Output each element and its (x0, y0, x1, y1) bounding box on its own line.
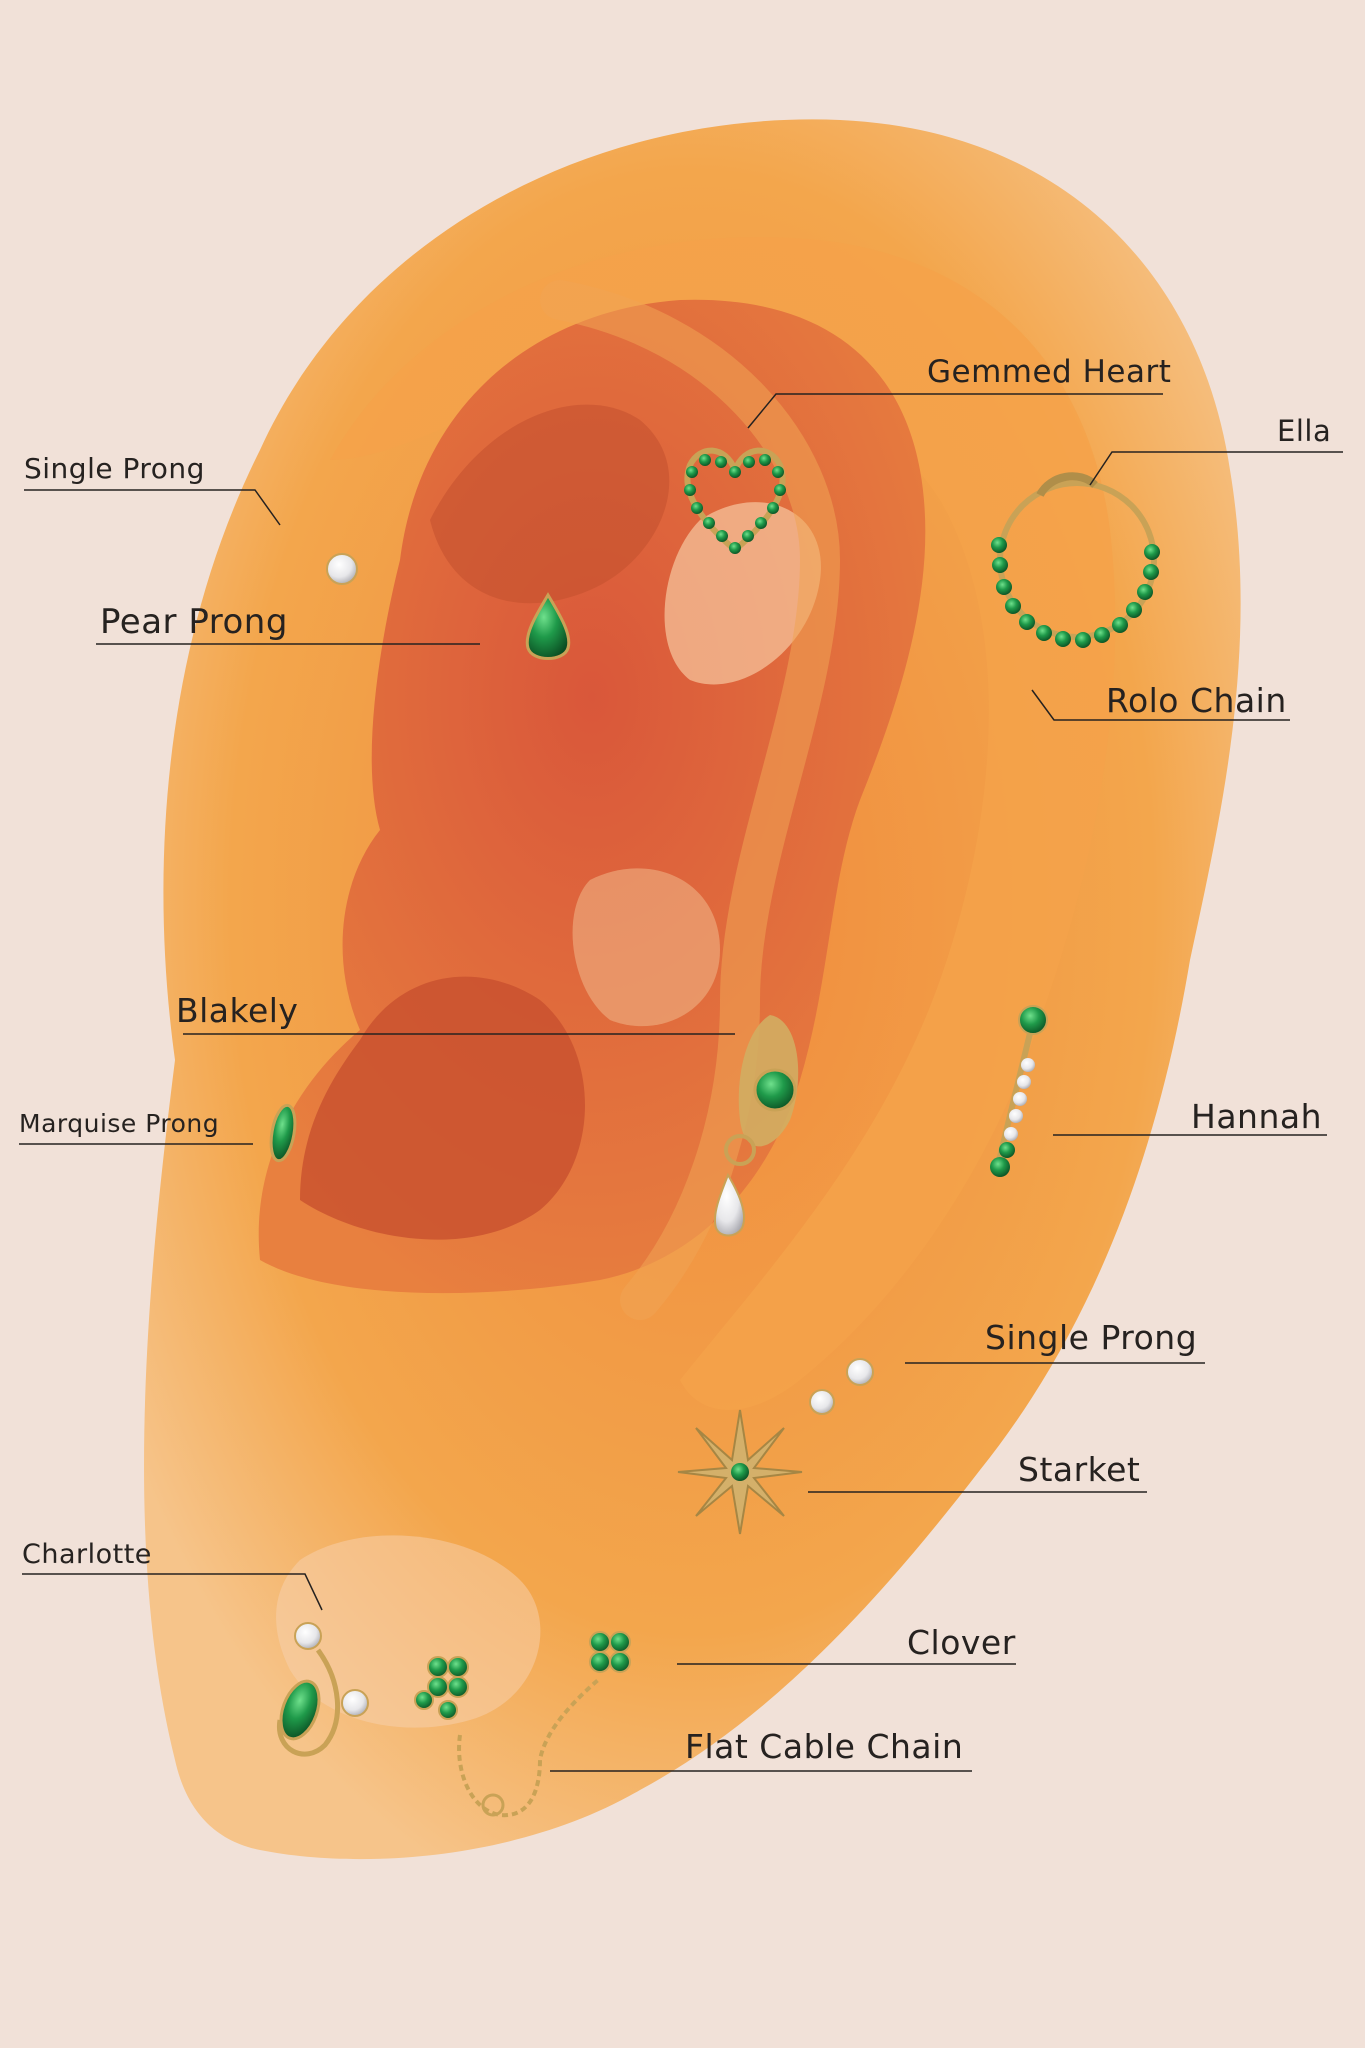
clover-jewelry-left (414, 1656, 469, 1720)
label-ella: Ella (1277, 414, 1332, 448)
label-marquise-prong: Marquise Prong (19, 1109, 220, 1138)
label-single-prong-lower: Single Prong (985, 1318, 1198, 1357)
pear-prong-jewelry (525, 592, 571, 660)
label-blakely: Blakely (176, 991, 299, 1030)
ear-helix-ridge (330, 236, 1116, 1410)
single-prong-top-jewelry (326, 553, 358, 585)
gemmed-heart-jewelry (684, 447, 786, 554)
label-rolo-chain: Rolo Chain (1106, 681, 1287, 720)
marquise-prong-jewelry (269, 1103, 297, 1163)
label-pear-prong: Pear Prong (100, 602, 288, 642)
label-starket: Starket (1018, 1450, 1141, 1489)
clover-jewelry-right (589, 1631, 631, 1673)
ear-canal-shadow (300, 976, 585, 1240)
label-clover: Clover (907, 1623, 1016, 1662)
single-prong-lower-jewelry-2 (809, 1389, 835, 1415)
label-flat-cable-chain: Flat Cable Chain (685, 1727, 964, 1766)
label-hannah: Hannah (1191, 1097, 1323, 1136)
charlotte-jewelry (277, 1622, 369, 1757)
ear-highlight-1 (664, 502, 821, 685)
label-charlotte: Charlotte (22, 1539, 152, 1570)
starket-jewelry (677, 1409, 803, 1535)
ella-hoop-jewelry (991, 472, 1160, 648)
ear-antihelix (540, 280, 841, 1320)
blakely-jewelry (714, 1015, 799, 1237)
leader-lines (19, 393, 1343, 1772)
label-single-prong-top: Single Prong (24, 452, 205, 485)
single-prong-lower-jewelry-1 (846, 1358, 874, 1386)
ear-lobe-highlight (276, 1535, 541, 1728)
label-gemmed-heart: Gemmed Heart (927, 354, 1172, 390)
hannah-jewelry (990, 1005, 1048, 1177)
ear-upper-shadow (430, 404, 670, 604)
ear-highlight-2 (572, 868, 720, 1027)
flat-cable-chain-jewelry (457, 1678, 600, 1818)
